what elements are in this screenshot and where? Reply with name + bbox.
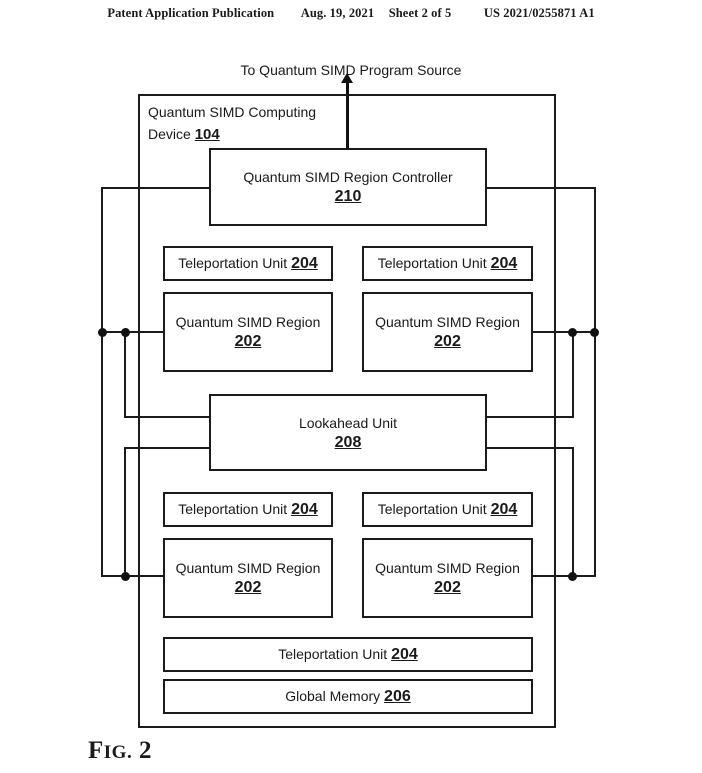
- teleport-upper-left-label: Teleportation Unit: [178, 255, 288, 271]
- block-quantum-simd-region-lower-right[interactable]: Quantum SIMD Region 202: [362, 538, 533, 618]
- teleport-bottom-reference-number: 204: [391, 646, 418, 663]
- junction-dot-right-outer-upper: [590, 328, 599, 337]
- header-sheet: Sheet 2 of 5: [388, 6, 452, 20]
- controller-reference-number: 210: [334, 188, 362, 205]
- block-quantum-simd-region-upper-left[interactable]: Quantum SIMD Region 202: [163, 292, 333, 372]
- wire-right-inner-bus-upper: [572, 331, 574, 417]
- teleport-upper-right-reference-number: 204: [490, 255, 518, 272]
- figure-label-number: 2: [138, 737, 152, 764]
- block-teleportation-unit-lower-left[interactable]: Teleportation Unit 204: [163, 492, 333, 527]
- wire-right-outer-to-lower-region: [532, 575, 596, 577]
- junction-dot-left-lower: [121, 572, 130, 581]
- figure-label-prefix: F: [88, 737, 104, 764]
- teleport-upper-right-label: Teleportation Unit: [377, 255, 487, 271]
- wire-right-outer-bus: [594, 187, 596, 577]
- region-upper-left-reference-number: 202: [234, 333, 262, 350]
- wire-left-inner-bus-upper: [124, 331, 126, 417]
- wire-right-inner-bus-lower: [572, 447, 574, 577]
- junction-dot-left-inner-upper: [121, 328, 130, 337]
- teleport-lower-right-label: Teleportation Unit: [377, 501, 487, 517]
- wire-lookahead-right-upper-stub: [487, 416, 574, 418]
- block-global-memory[interactable]: Global Memory 206: [163, 679, 533, 714]
- wire-left-outer-bus: [101, 187, 103, 577]
- device-title: Quantum SIMD Computing Device 104: [148, 101, 368, 146]
- global-memory-text: Global Memory 206: [285, 686, 411, 707]
- wire-lookahead-left-lower-stub: [124, 447, 211, 449]
- lookahead-reference-number: 208: [334, 433, 362, 451]
- teleport-lower-left-label: Teleportation Unit: [178, 501, 288, 517]
- device-title-line1: Quantum SIMD Computing: [148, 104, 317, 120]
- global-memory-label: Global Memory: [285, 688, 381, 704]
- wire-left-inner-bus-lower: [124, 447, 126, 577]
- header-date: Aug. 19, 2021: [300, 6, 375, 20]
- figure-label: FIG. 2: [88, 737, 152, 765]
- header-doc-number: US 2021/0255871 A1: [483, 6, 595, 20]
- wire-left-outer-to-upper-region: [101, 331, 165, 333]
- wire-lookahead-left-upper-stub: [124, 416, 211, 418]
- figure-label-rest: IG.: [103, 742, 133, 763]
- block-teleportation-unit-upper-right[interactable]: Teleportation Unit 204: [362, 246, 533, 281]
- wire-controller-left-stub: [102, 187, 211, 189]
- wire-right-outer-to-upper-region: [532, 331, 596, 333]
- arrow-head-up-icon: [341, 73, 353, 83]
- region-lower-left-label: Quantum SIMD Region: [175, 560, 321, 576]
- teleport-lower-left-text: Teleportation Unit 204: [178, 499, 318, 520]
- junction-dot-left-outer-upper: [98, 328, 107, 337]
- teleport-upper-right-text: Teleportation Unit 204: [378, 253, 518, 274]
- region-upper-right-reference-number: 202: [434, 333, 461, 350]
- region-lower-right-label: Quantum SIMD Region: [375, 560, 520, 576]
- device-reference-number: 104: [194, 126, 220, 143]
- region-lower-right-reference-number: 202: [434, 579, 461, 596]
- junction-dot-right-lower: [568, 572, 577, 581]
- program-source-caption: To Quantum SIMD Program Source: [240, 62, 462, 78]
- teleport-lower-right-reference-number: 204: [490, 501, 518, 518]
- block-quantum-simd-region-controller[interactable]: Quantum SIMD Region Controller 210: [209, 148, 487, 226]
- global-memory-reference-number: 206: [384, 688, 411, 705]
- region-upper-right-label: Quantum SIMD Region: [375, 314, 520, 330]
- page-header: Patent Application Publication Aug. 19, …: [0, 6, 702, 21]
- teleport-lower-right-text: Teleportation Unit 204: [378, 499, 518, 520]
- wire-left-outer-to-lower-region: [101, 575, 165, 577]
- teleport-bottom-label: Teleportation Unit: [278, 646, 388, 662]
- wire-lookahead-right-lower-stub: [487, 447, 574, 449]
- header-publication: Patent Application Publication: [107, 6, 275, 20]
- junction-dot-right-inner-upper: [568, 328, 577, 337]
- device-title-line2: Device: [148, 126, 191, 142]
- block-teleportation-unit-bottom[interactable]: Teleportation Unit 204: [163, 637, 533, 672]
- block-teleportation-unit-lower-right[interactable]: Teleportation Unit 204: [362, 492, 533, 527]
- lookahead-label: Lookahead Unit: [298, 414, 398, 431]
- teleport-lower-left-reference-number: 204: [291, 501, 318, 518]
- region-lower-left-reference-number: 202: [234, 579, 262, 596]
- block-teleportation-unit-upper-left[interactable]: Teleportation Unit 204: [163, 246, 333, 281]
- block-quantum-simd-region-upper-right[interactable]: Quantum SIMD Region 202: [362, 292, 533, 372]
- region-upper-left-label: Quantum SIMD Region: [175, 314, 321, 330]
- block-lookahead-unit[interactable]: Lookahead Unit 208: [209, 394, 487, 471]
- teleport-upper-left-text: Teleportation Unit 204: [178, 253, 318, 274]
- wire-controller-right-stub: [487, 187, 596, 189]
- quantum-simd-computing-device-frame: [138, 94, 556, 728]
- block-quantum-simd-region-lower-left[interactable]: Quantum SIMD Region 202: [163, 538, 333, 618]
- teleport-upper-left-reference-number: 204: [291, 255, 318, 272]
- teleport-bottom-text: Teleportation Unit 204: [278, 644, 418, 665]
- controller-label: Quantum SIMD Region Controller: [243, 169, 453, 185]
